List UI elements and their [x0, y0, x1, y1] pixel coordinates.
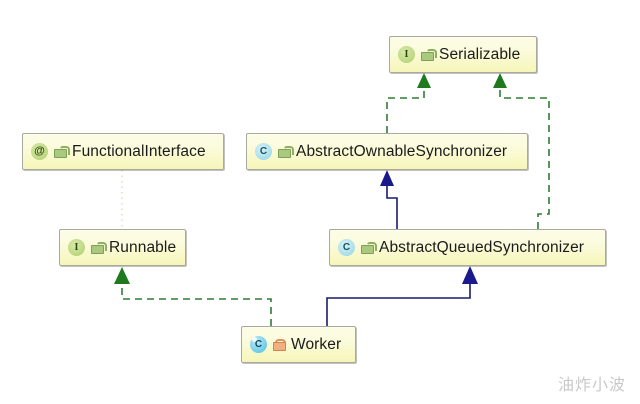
edge-worker-implements-runnable: [114, 267, 272, 326]
interface-icon: I: [398, 46, 415, 63]
uml-node-label: Runnable: [109, 238, 177, 256]
uml-node-label: FunctionalInterface: [72, 142, 206, 160]
watermark: 油炸小波: [557, 375, 626, 394]
uml-node-functionalinterface[interactable]: @ FunctionalInterface: [22, 133, 224, 170]
unlock-icon: [278, 145, 294, 158]
edge-aos-implements-serializable: [386, 73, 431, 133]
edge-worker-extends-aqs: [326, 266, 478, 326]
class-icon: C: [338, 239, 355, 256]
edge-aqs-extends-aos: [380, 170, 398, 229]
uml-node-label: Worker: [291, 335, 342, 353]
uml-node-label: AbstractQueuedSynchronizer: [379, 238, 585, 256]
interface-icon: I: [68, 239, 85, 256]
uml-node-serializable[interactable]: I Serializable: [389, 36, 537, 73]
uml-node-worker[interactable]: C Worker: [241, 326, 356, 363]
lock-icon: [273, 338, 286, 351]
class-icon: C: [250, 336, 267, 353]
unlock-icon: [421, 48, 437, 61]
annotation-icon: @: [31, 143, 48, 160]
uml-node-label: Serializable: [439, 45, 521, 63]
unlock-icon: [361, 241, 377, 254]
unlock-icon: [91, 241, 107, 254]
uml-node-abstractownablesynchronizer[interactable]: C AbstractOwnableSynchronizer: [246, 133, 528, 170]
unlock-icon: [54, 145, 70, 158]
class-icon: C: [255, 143, 272, 160]
uml-node-label: AbstractOwnableSynchronizer: [296, 142, 508, 160]
uml-node-runnable[interactable]: I Runnable: [59, 229, 186, 266]
uml-node-abstractqueuedsynchronizer[interactable]: C AbstractQueuedSynchronizer: [329, 229, 606, 266]
